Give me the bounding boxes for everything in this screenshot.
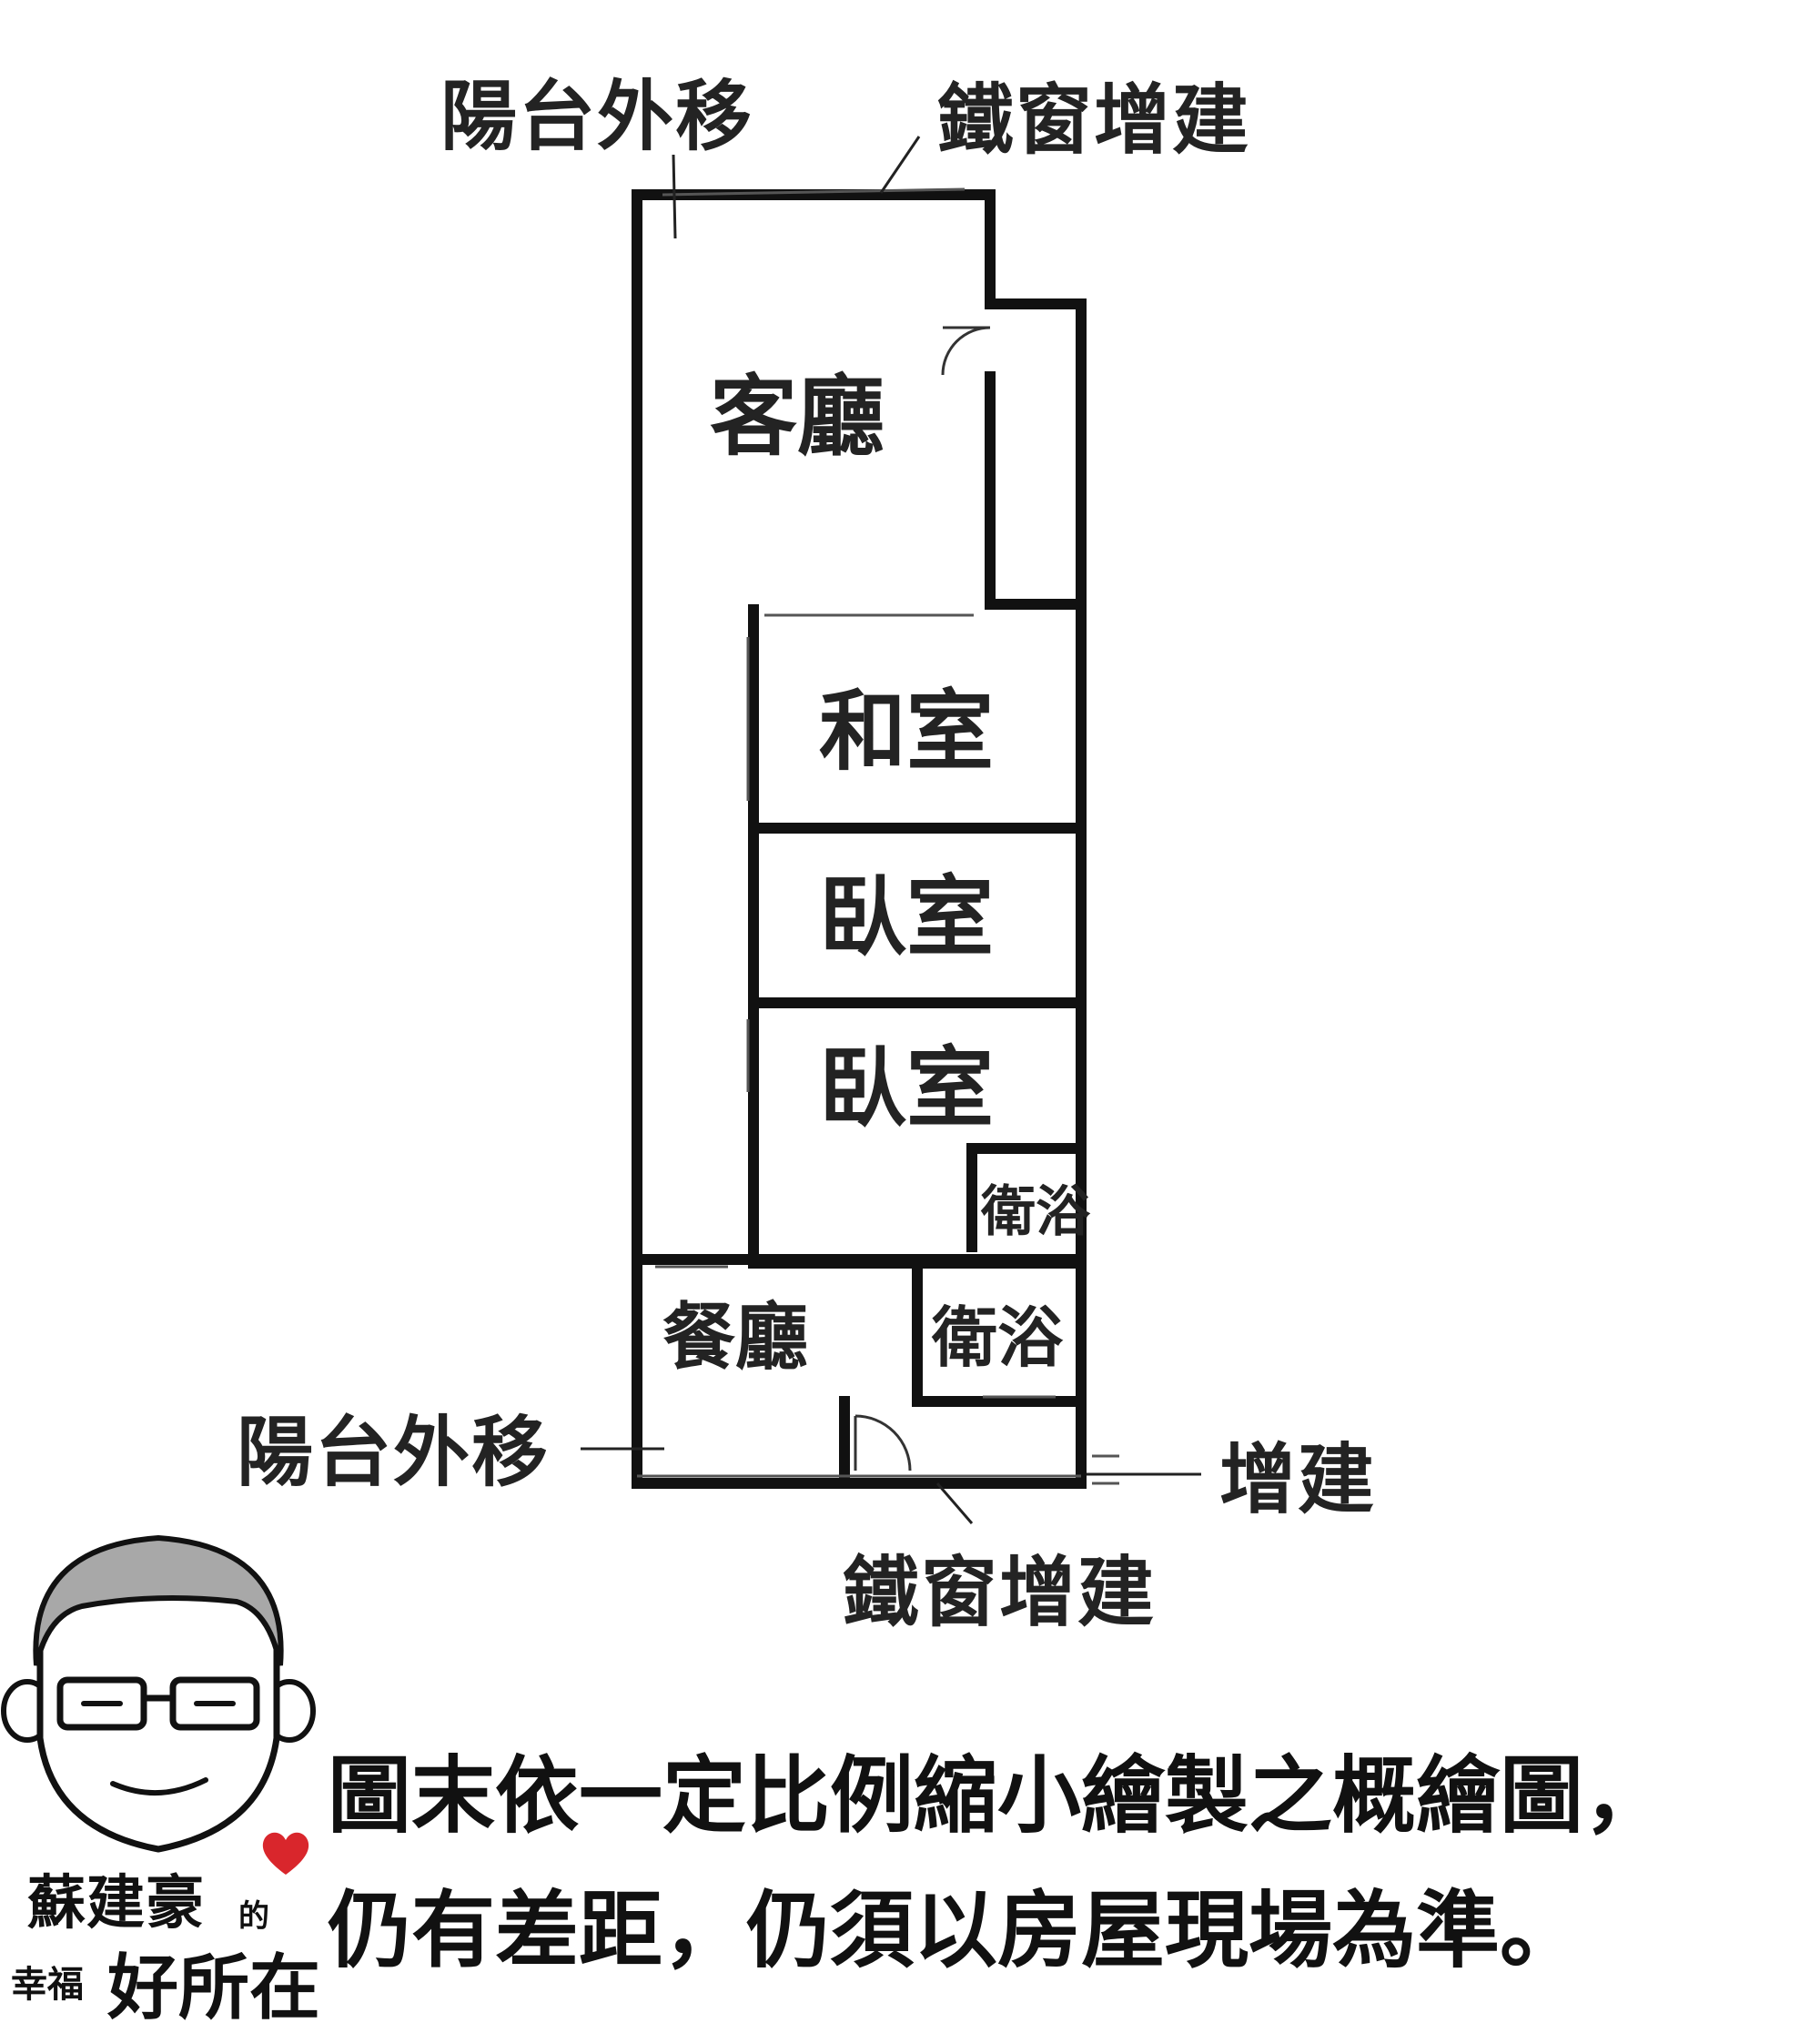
outer-wall: [632, 189, 1087, 1489]
disclaimer: 圖末依一定比例縮小繪製之概繪圖， 仍有差距，仍須以房屋現場為準。: [328, 1729, 1802, 1998]
door-arc-living: [941, 326, 991, 376]
room-label-dining: 餐廳: [662, 1295, 808, 1380]
room-label-bedroom-1: 臥室: [819, 866, 994, 968]
avatar-caricature: [1, 1534, 316, 1853]
room-label-living: 客廳: [710, 366, 885, 468]
brand-de: 的: [238, 1898, 269, 1935]
bath1-wall: [966, 1143, 1087, 1252]
note-window-bottom: 鐵窗增建: [843, 1548, 1157, 1637]
note-balcony-bottom: 陽台外移: [237, 1408, 551, 1497]
hair: [33, 1534, 284, 1666]
note-balcony-top: 陽台外移: [440, 72, 754, 161]
room-label-bath-1: 衛浴: [981, 1180, 1090, 1244]
leader-window-top: [879, 136, 921, 194]
leader-balcony-top: [672, 154, 677, 239]
brand-main: 好所在: [107, 1947, 321, 2029]
bath2-wall: [912, 1258, 1087, 1407]
brand-name: 蘇建豪: [27, 1870, 205, 1937]
room-label-bath-2: 衛浴: [932, 1300, 1064, 1376]
note-extension: 增建: [1219, 1435, 1377, 1524]
closet-wall: [985, 371, 1087, 610]
heart-icon: [262, 1832, 309, 1875]
disclaimer-line-2: 仍有差距，仍須以房屋現場為準。: [328, 1882, 1584, 1979]
disclaimer-line-1: 圖末依一定比例縮小繪製之概繪圖，: [328, 1747, 1668, 1845]
brand-sub: 幸福: [11, 1964, 84, 2006]
brand-logo: 蘇建豪 的 幸福 好所在: [0, 1511, 328, 2029]
note-window-top: 鐵窗增建: [937, 76, 1251, 165]
room-label-japanese: 和室: [819, 681, 994, 783]
leader-window-bottom: [935, 1482, 974, 1524]
door-arc-entry: [854, 1414, 912, 1472]
room-label-bedroom-2: 臥室: [819, 1037, 994, 1139]
